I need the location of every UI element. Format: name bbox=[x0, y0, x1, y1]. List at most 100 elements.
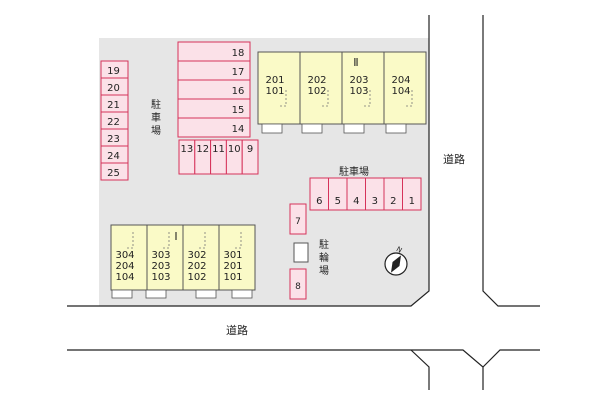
bike-parking-area bbox=[293, 242, 309, 263]
parking-space-1: 1 bbox=[402, 177, 422, 211]
unit-number: 204 bbox=[115, 261, 134, 272]
parking-space-10: 10 bbox=[225, 139, 243, 175]
unit-number: 202 bbox=[307, 75, 326, 86]
parking-label-west: 駐車場 bbox=[151, 98, 161, 137]
unit-number: 102 bbox=[307, 86, 326, 97]
parking-space-18: 18 bbox=[177, 41, 251, 62]
entrance-step bbox=[111, 289, 133, 299]
parking-space-12: 12 bbox=[194, 139, 212, 175]
building-two-label: Ⅱ bbox=[353, 56, 358, 69]
svg-text:駐輪場: 駐輪場 bbox=[319, 238, 329, 277]
parking-space-3: 3 bbox=[365, 177, 385, 211]
parking-space-8: 8 bbox=[289, 268, 307, 300]
parking-space-4: 4 bbox=[346, 177, 366, 211]
unit-number: 204 bbox=[391, 75, 410, 86]
parking-column-center: 18 17 16 15 14 bbox=[177, 41, 251, 138]
parking-space-label: 8 bbox=[295, 282, 301, 292]
parking-space-label: 24 bbox=[107, 151, 120, 162]
unit-number: 303 bbox=[151, 250, 170, 261]
parking-space-2: 2 bbox=[383, 177, 403, 211]
parking-space-label: 19 bbox=[107, 66, 120, 77]
parking-space-7: 7 bbox=[289, 203, 307, 235]
parking-space-label: 17 bbox=[232, 67, 245, 78]
entrance-step bbox=[301, 123, 323, 134]
parking-space-19: 19 bbox=[100, 60, 129, 79]
bike-parking-label: 駐輪場 bbox=[319, 238, 329, 277]
parking-space-13: 13 bbox=[178, 139, 196, 175]
road-edge-south-west bbox=[67, 349, 484, 390]
svg-text:駐車場: 駐車場 bbox=[151, 98, 161, 137]
unit-number: 301 bbox=[223, 250, 242, 261]
building-one-label: Ⅰ bbox=[174, 230, 177, 243]
unit-number: 103 bbox=[349, 86, 368, 97]
unit-number: 302 bbox=[187, 250, 206, 261]
unit-number: 103 bbox=[151, 272, 170, 283]
unit-number: 203 bbox=[349, 75, 368, 86]
entrance-step bbox=[145, 289, 167, 299]
parking-space-14: 14 bbox=[177, 117, 251, 138]
parking-space-5: 5 bbox=[328, 177, 348, 211]
parking-space-label: 10 bbox=[228, 144, 241, 155]
parking-space-23: 23 bbox=[100, 128, 129, 147]
parking-space-16: 16 bbox=[177, 79, 251, 100]
parking-space-label: 11 bbox=[212, 144, 225, 155]
parking-space-label: 16 bbox=[232, 86, 245, 97]
parking-label-east: 駐車場 bbox=[339, 165, 369, 178]
parking-space-label: 6 bbox=[316, 196, 322, 207]
parking-space-label: 7 bbox=[295, 217, 301, 227]
road-edges bbox=[67, 15, 540, 390]
parking-space-9: 9 bbox=[241, 139, 259, 175]
parking-space-label: 3 bbox=[372, 196, 378, 207]
parking-space-label: 20 bbox=[107, 83, 120, 94]
parking-space-20: 20 bbox=[100, 77, 129, 96]
parking-space-17: 17 bbox=[177, 60, 251, 81]
road-label-east: 道路 bbox=[443, 152, 465, 166]
unit-number: 104 bbox=[115, 272, 134, 283]
north-label: N bbox=[395, 245, 404, 255]
unit-number: 201 bbox=[223, 261, 242, 272]
parking-space-label: 15 bbox=[232, 105, 245, 116]
north-arrow-icon: N bbox=[384, 245, 408, 276]
parking-space-label: 9 bbox=[247, 144, 253, 155]
road-edge-north-west bbox=[67, 15, 430, 307]
unit-number: 304 bbox=[115, 250, 134, 261]
parking-space-25: 25 bbox=[100, 162, 129, 181]
parking-space-label: 21 bbox=[107, 100, 120, 111]
entrance-step bbox=[385, 123, 407, 134]
unit-number: 104 bbox=[391, 86, 410, 97]
entrance-step bbox=[195, 289, 217, 299]
parking-space-label: 18 bbox=[232, 48, 245, 59]
unit-number: 101 bbox=[223, 272, 242, 283]
parking-space-21: 21 bbox=[100, 94, 129, 113]
parking-space-label: 5 bbox=[335, 196, 341, 207]
entrance-step bbox=[343, 123, 365, 134]
parking-space-24: 24 bbox=[100, 145, 129, 164]
parking-space-11: 11 bbox=[210, 139, 227, 175]
road-edge-east-upper bbox=[482, 15, 540, 307]
unit-number: 202 bbox=[187, 261, 206, 272]
parking-space-label: 2 bbox=[390, 196, 396, 207]
parking-space-label: 14 bbox=[232, 124, 245, 135]
parking-space-label: 22 bbox=[107, 117, 120, 128]
unit-number: 102 bbox=[187, 272, 206, 283]
road-label-south: 道路 bbox=[226, 323, 248, 337]
unit-number: 101 bbox=[265, 86, 284, 97]
parking-space-label: 1 bbox=[409, 196, 415, 207]
parking-space-6: 6 bbox=[309, 177, 329, 211]
unit-number: 203 bbox=[151, 261, 170, 272]
unit-number: 201 bbox=[265, 75, 284, 86]
parking-space-label: 13 bbox=[181, 144, 194, 155]
